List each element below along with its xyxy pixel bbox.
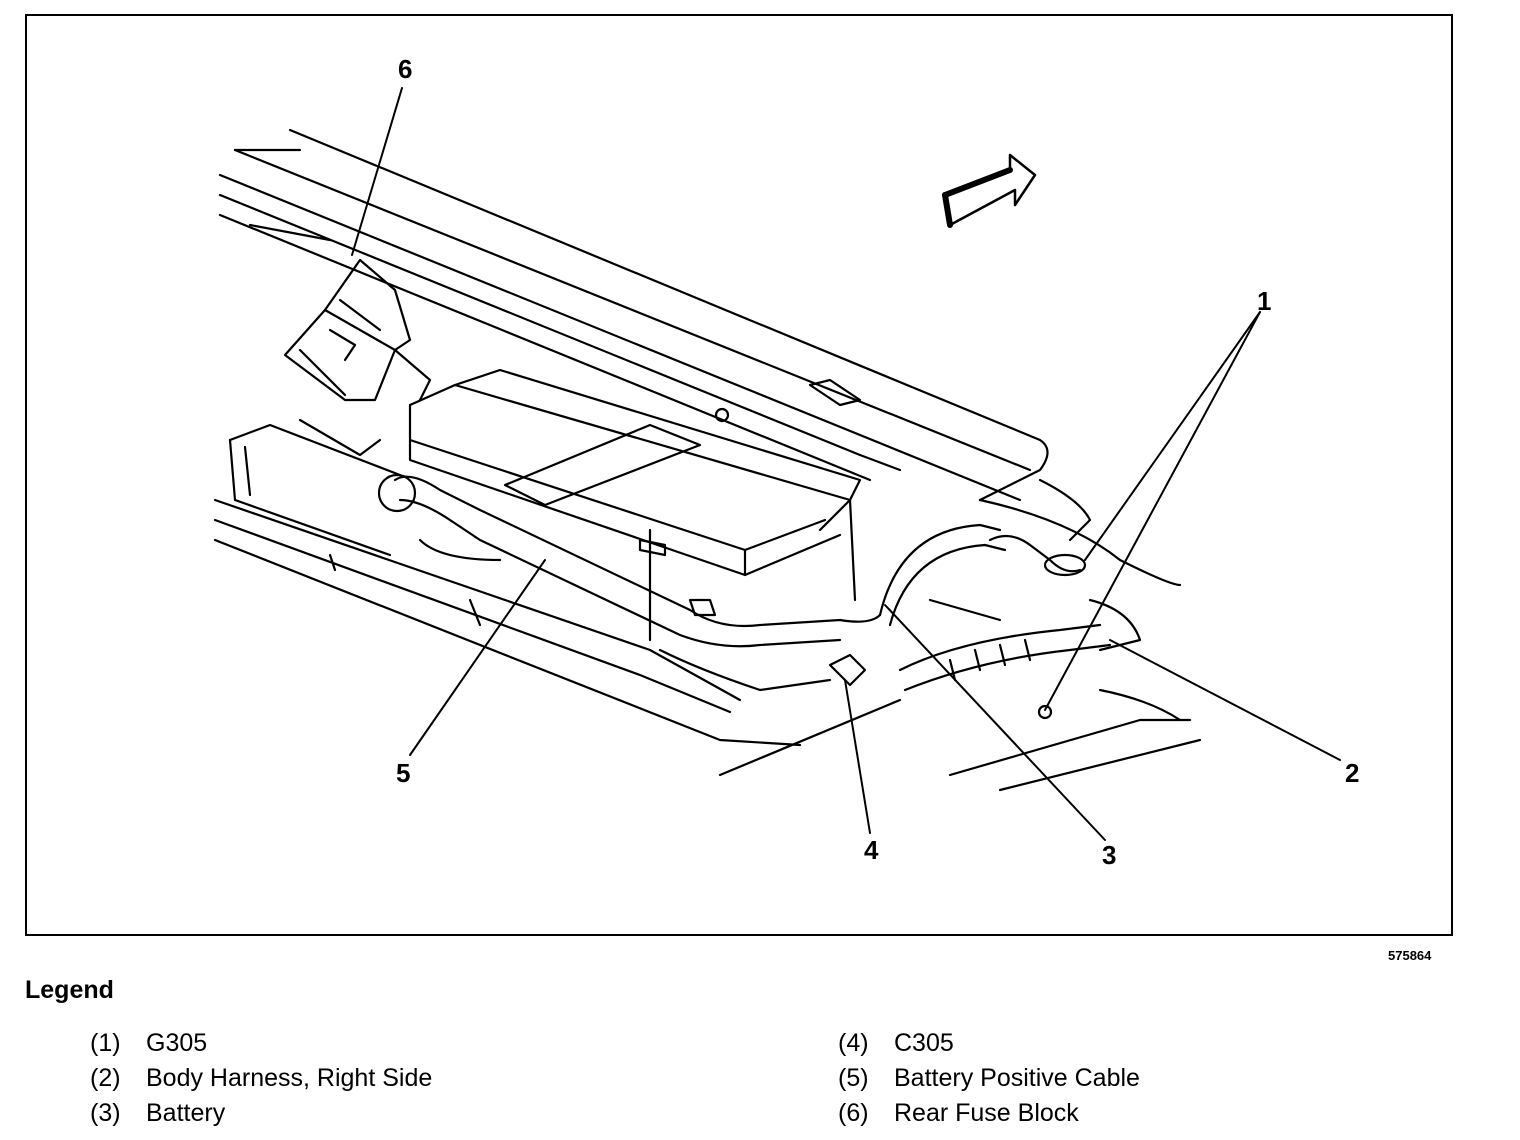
body-rails <box>213 128 1202 792</box>
legend-item: (1) G305 <box>90 1026 432 1061</box>
callout-4: 4 <box>864 835 879 865</box>
legend-item-label: Battery <box>146 1099 226 1127</box>
legend-item-label: Rear Fuse Block <box>894 1099 1079 1127</box>
callout-2: 2 <box>1345 758 1360 788</box>
rear-fuse-block <box>283 258 432 457</box>
legend-item: (5) Battery Positive Cable <box>838 1061 1140 1096</box>
callout-3: 3 <box>1102 840 1117 870</box>
legend-item: (2) Body Harness, Right Side <box>90 1061 432 1096</box>
ground-terminal-g305 <box>988 534 1087 720</box>
figure-id: 575864 <box>1388 948 1432 963</box>
legend-item: (6) Rear Fuse Block <box>838 1096 1140 1131</box>
legend-item-number: (4) <box>838 1029 869 1057</box>
callout-6: 6 <box>398 54 413 84</box>
legend-item-number: (2) <box>90 1064 121 1092</box>
legend-column-left: (1) G305 (2) Body Harness, Right Side (3… <box>90 1026 432 1131</box>
legend-item-number: (6) <box>838 1099 869 1127</box>
legend-title: Legend <box>25 976 114 1004</box>
callout-leader-lines <box>351 87 1341 841</box>
battery <box>408 368 862 642</box>
legend-item: (4) C305 <box>838 1026 1140 1061</box>
legend-item-label: Body Harness, Right Side <box>146 1064 433 1092</box>
legend-column-right: (4) C305 (5) Battery Positive Cable (6) … <box>838 1026 1140 1131</box>
callout-5: 5 <box>396 758 411 788</box>
diagram-frame <box>25 14 1453 936</box>
legend-item-number: (3) <box>90 1099 121 1127</box>
body-harness-right-side <box>418 523 1112 692</box>
forward-arrow-icon <box>942 153 1037 228</box>
legend-item-label: Battery Positive Cable <box>894 1064 1140 1092</box>
callout-1: 1 <box>1257 286 1272 316</box>
legend-item: (3) Battery <box>90 1096 432 1131</box>
legend-item-number: (1) <box>90 1029 121 1057</box>
legend-item-label: C305 <box>894 1029 954 1057</box>
connector-c305 <box>828 653 867 687</box>
battery-positive-cable <box>377 473 882 648</box>
legend-item-label: G305 <box>146 1029 208 1057</box>
legend-item-number: (5) <box>838 1064 869 1092</box>
battery-tray <box>228 423 482 627</box>
